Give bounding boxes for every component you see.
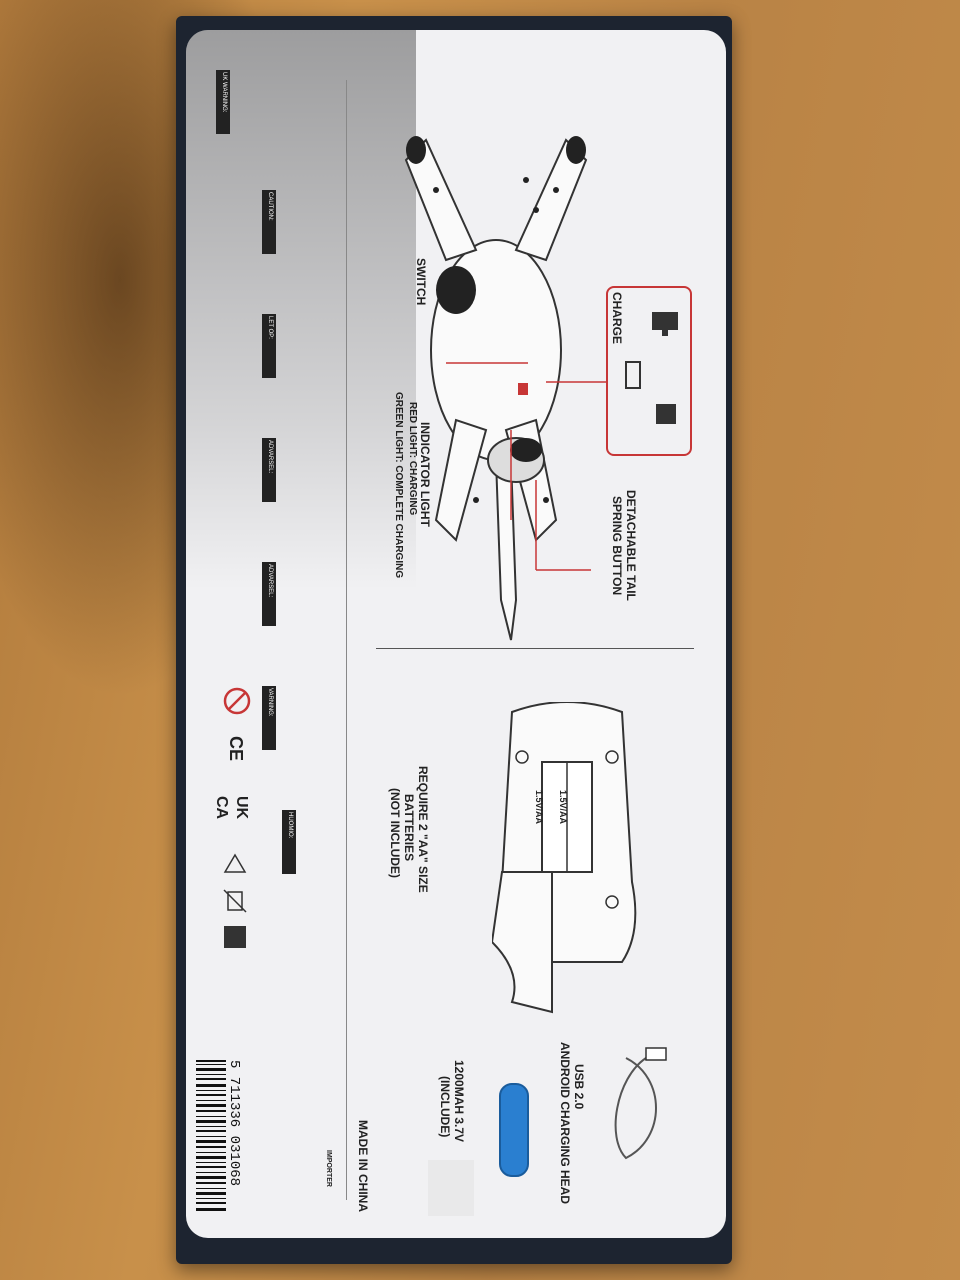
warning-box-7: HUOMIO: — [282, 810, 296, 874]
importer-label: IMPORTER — [325, 1150, 332, 1187]
batteries-label-line3: (NOT INCLUDE) — [388, 788, 402, 878]
batteries-label-line2: BATTERIES — [402, 794, 416, 862]
tail-label-line1: DETACHABLE TAIL — [624, 490, 638, 601]
warning-box-6: VARNING: — [262, 686, 276, 750]
warning-box-4: ADVARSEL: — [262, 438, 276, 502]
wall-adapter-icon — [656, 404, 676, 424]
info-icon — [224, 926, 246, 948]
green-light-label: GREEN LIGHT: COMPLETE CHARGING — [393, 392, 404, 579]
ce-mark: CE — [226, 736, 246, 762]
warning-box-1: UK WARNING: — [216, 70, 230, 134]
warning-box-2: CAUTION: — [262, 190, 276, 254]
usb-cable-illustration — [614, 1047, 667, 1160]
sticker — [428, 1160, 474, 1216]
indicator-light-label: INDICATOR LIGHT — [418, 422, 432, 527]
usb-plug-icon — [625, 361, 641, 389]
usb-label-line2: ANDROID CHARGING HEAD — [558, 1042, 572, 1204]
ukca-mark-line1: UK — [233, 796, 250, 820]
recycle-icon — [223, 853, 247, 873]
robot-dog-illustration — [404, 136, 606, 641]
tail-label-line2: SPRING BUTTON — [610, 496, 624, 596]
charge-diagram-box — [606, 286, 692, 456]
ukca-mark-line2: CA — [213, 796, 230, 820]
usb-label-line1: USB 2.0 — [572, 1064, 586, 1110]
computer-icon — [652, 312, 678, 336]
batteries-label-line1: REQUIRE 2 "AA" SIZE — [416, 766, 430, 893]
battery-label-line2: (INCLUDE) — [438, 1076, 452, 1138]
remote-control-illustration — [492, 702, 637, 1014]
switch-label: SWITCH — [414, 258, 428, 306]
barcode-number: 5 711336 031068 — [226, 1060, 242, 1187]
made-in-label: MADE IN CHINA — [356, 1120, 370, 1212]
separator-line — [376, 648, 694, 649]
red-light-label: RED LIGHT: CHARGING — [407, 402, 418, 516]
warning-box-5: ADVARSEL: — [262, 562, 276, 626]
instruction-panel: CHARGE SWITCH INDICATOR LIGHT RED LIGHT:… — [186, 30, 726, 1238]
battery-label-line1: 1200MAH 3.7V — [452, 1060, 466, 1143]
barcode — [196, 1060, 226, 1211]
warning-box-3: LET OP: — [262, 314, 276, 378]
charge-label: CHARGE — [610, 292, 624, 345]
battery-cell-label-1: 1.5V/AA — [558, 790, 568, 825]
age-warning-icon — [223, 687, 251, 715]
battery-cell-label-2: 1.5V/AA — [534, 790, 544, 825]
left-divider — [346, 80, 347, 1200]
rechargeable-battery-icon — [499, 1083, 529, 1177]
weee-bin-icon — [223, 889, 247, 913]
